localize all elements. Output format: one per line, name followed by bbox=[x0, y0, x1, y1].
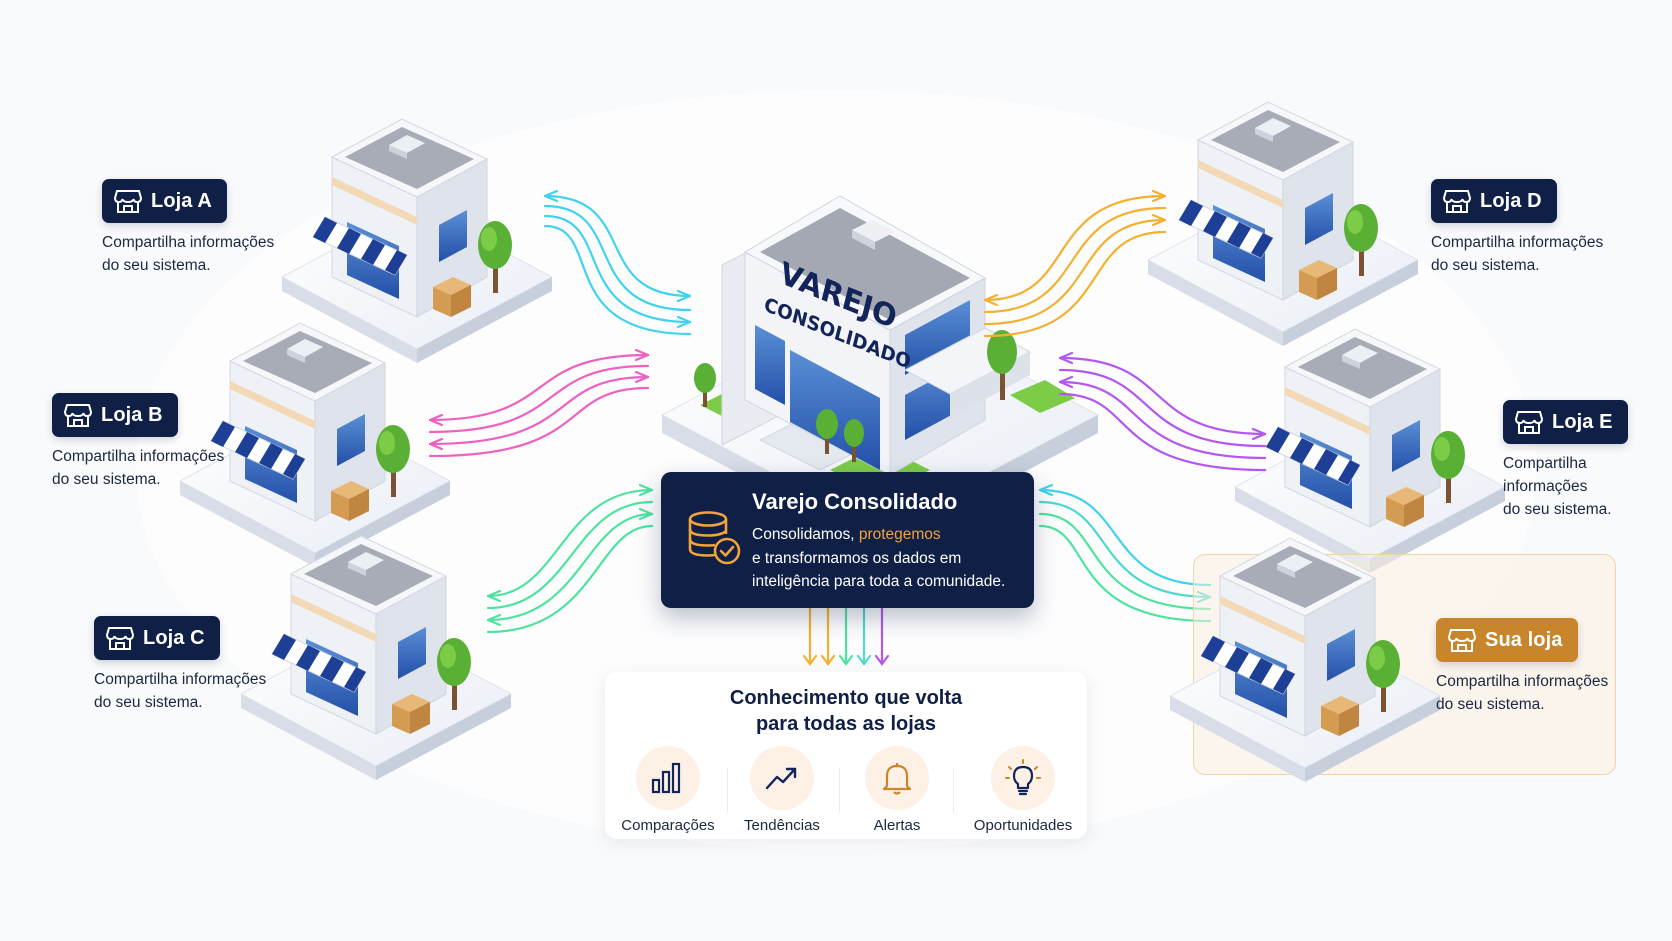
hub-title: Varejo Consolidado bbox=[752, 489, 958, 514]
knowledge-item-tendencias[interactable]: Tendências bbox=[722, 746, 842, 834]
flow-store-d bbox=[983, 189, 1167, 338]
store-label-a: Loja A Compartilha informações do seu si… bbox=[102, 179, 292, 277]
store-description: Compartilha informações do seu sistema. bbox=[52, 445, 242, 491]
store-name: Loja E bbox=[1552, 410, 1613, 433]
store-description: Compartilha informações do seu sistema. bbox=[94, 668, 284, 714]
divider bbox=[953, 768, 954, 812]
knowledge-title-line2: para todas as lojas bbox=[755, 713, 937, 735]
lightbulb-icon bbox=[1005, 759, 1041, 796]
store-desc-line2: do seu sistema. bbox=[1436, 696, 1545, 713]
hub-text-accent: protegemos bbox=[858, 526, 941, 543]
divider bbox=[839, 768, 840, 812]
store-badge-sua[interactable]: Sua loja bbox=[1436, 618, 1578, 662]
knowledge-item-alertas[interactable]: Alertas bbox=[837, 746, 957, 834]
data-flows bbox=[428, 189, 1267, 666]
store-label-b: Loja B Compartilha informações do seu si… bbox=[52, 393, 242, 491]
store-desc-line1: Compartilha informações bbox=[1503, 455, 1588, 495]
store-badge-d[interactable]: Loja D bbox=[1431, 179, 1557, 223]
store-name: Loja D bbox=[1480, 189, 1542, 212]
trend-up-icon bbox=[765, 767, 797, 790]
knowledge-label: Tendências bbox=[744, 817, 820, 834]
store-desc-line2: do seu sistema. bbox=[94, 694, 203, 711]
store-label-d: Loja D Compartilha informações do seu si… bbox=[1431, 179, 1621, 277]
store-description: Compartilha informações do seu sistema. bbox=[1436, 670, 1626, 716]
knowledge-title-line1: Conhecimento que volta bbox=[729, 687, 963, 709]
database-check-icon bbox=[683, 508, 743, 570]
store-name: Loja C bbox=[143, 626, 205, 649]
knowledge-card: Conhecimento que volta para todas as loj… bbox=[605, 672, 1087, 839]
store-badge-a[interactable]: Loja A bbox=[102, 179, 227, 223]
bell-icon bbox=[882, 763, 912, 795]
store-badge-e[interactable]: Loja E bbox=[1503, 400, 1628, 444]
store-description: Compartilha informações do seu sistema. bbox=[1503, 452, 1668, 521]
store-desc-line1: Compartilha informações bbox=[102, 234, 275, 251]
store-name: Sua loja bbox=[1485, 628, 1563, 651]
store-description: Compartilha informações do seu sistema. bbox=[1431, 231, 1621, 277]
store-building-sua bbox=[1169, 537, 1441, 783]
store-name: Loja B bbox=[101, 403, 163, 426]
store-description: Compartilha informações do seu sistema. bbox=[102, 231, 292, 277]
store-name: Loja A bbox=[151, 189, 212, 212]
flow-store-a bbox=[543, 189, 692, 336]
flow-store-c bbox=[486, 483, 654, 634]
storefront-icon bbox=[1448, 627, 1476, 653]
store-desc-line2: do seu sistema. bbox=[52, 471, 161, 488]
divider bbox=[727, 768, 728, 812]
store-desc-line2: do seu sistema. bbox=[1431, 257, 1540, 274]
store-desc-line1: Compartilha informações bbox=[1436, 673, 1609, 690]
store-label-e: Loja E Compartilha informações do seu si… bbox=[1503, 400, 1668, 521]
bar-chart-icon bbox=[651, 762, 681, 794]
knowledge-item-comparacoes[interactable]: Comparações bbox=[608, 746, 728, 834]
knowledge-item-oportunidades[interactable]: Oportunidades bbox=[963, 746, 1083, 834]
knowledge-title: Conhecimento que volta para todas as loj… bbox=[605, 685, 1087, 737]
storefront-icon bbox=[1443, 188, 1471, 214]
flow-store-sua bbox=[1038, 483, 1212, 623]
store-desc-line1: Compartilha informações bbox=[94, 671, 267, 688]
flow-store-b bbox=[428, 348, 650, 458]
storefront-icon bbox=[114, 188, 142, 214]
hub-text-line3: inteligência para toda a comunidade. bbox=[752, 573, 1006, 590]
store-desc-line1: Compartilha informações bbox=[1431, 234, 1604, 251]
store-desc-line1: Compartilha informações bbox=[52, 448, 225, 465]
store-desc-line2: do seu sistema. bbox=[102, 257, 211, 274]
flow-store-e bbox=[1058, 351, 1267, 472]
storefront-icon bbox=[106, 625, 134, 651]
knowledge-label: Oportunidades bbox=[973, 817, 1073, 834]
store-label-c: Loja C Compartilha informações do seu si… bbox=[94, 616, 284, 714]
store-label-sua: Sua loja Compartilha informações do seu … bbox=[1436, 618, 1626, 716]
store-badge-b[interactable]: Loja B bbox=[52, 393, 178, 437]
hub-card: Varejo Consolidado Consolidamos, protege… bbox=[661, 472, 1034, 608]
knowledge-label: Alertas bbox=[873, 817, 921, 834]
hub-text-start: Consolidamos, bbox=[752, 526, 859, 543]
hub-text-line2: e transformamos os dados em bbox=[752, 549, 962, 567]
knowledge-label: Comparações bbox=[621, 817, 715, 834]
store-desc-line2: do seu sistema. bbox=[1503, 501, 1612, 518]
storefront-icon bbox=[1515, 409, 1543, 435]
storefront-icon bbox=[64, 402, 92, 428]
hub-description: Consolidamos, protegemos e transformamos… bbox=[752, 523, 1027, 594]
store-badge-c[interactable]: Loja C bbox=[94, 616, 220, 660]
flow-to-knowledge bbox=[802, 606, 890, 666]
